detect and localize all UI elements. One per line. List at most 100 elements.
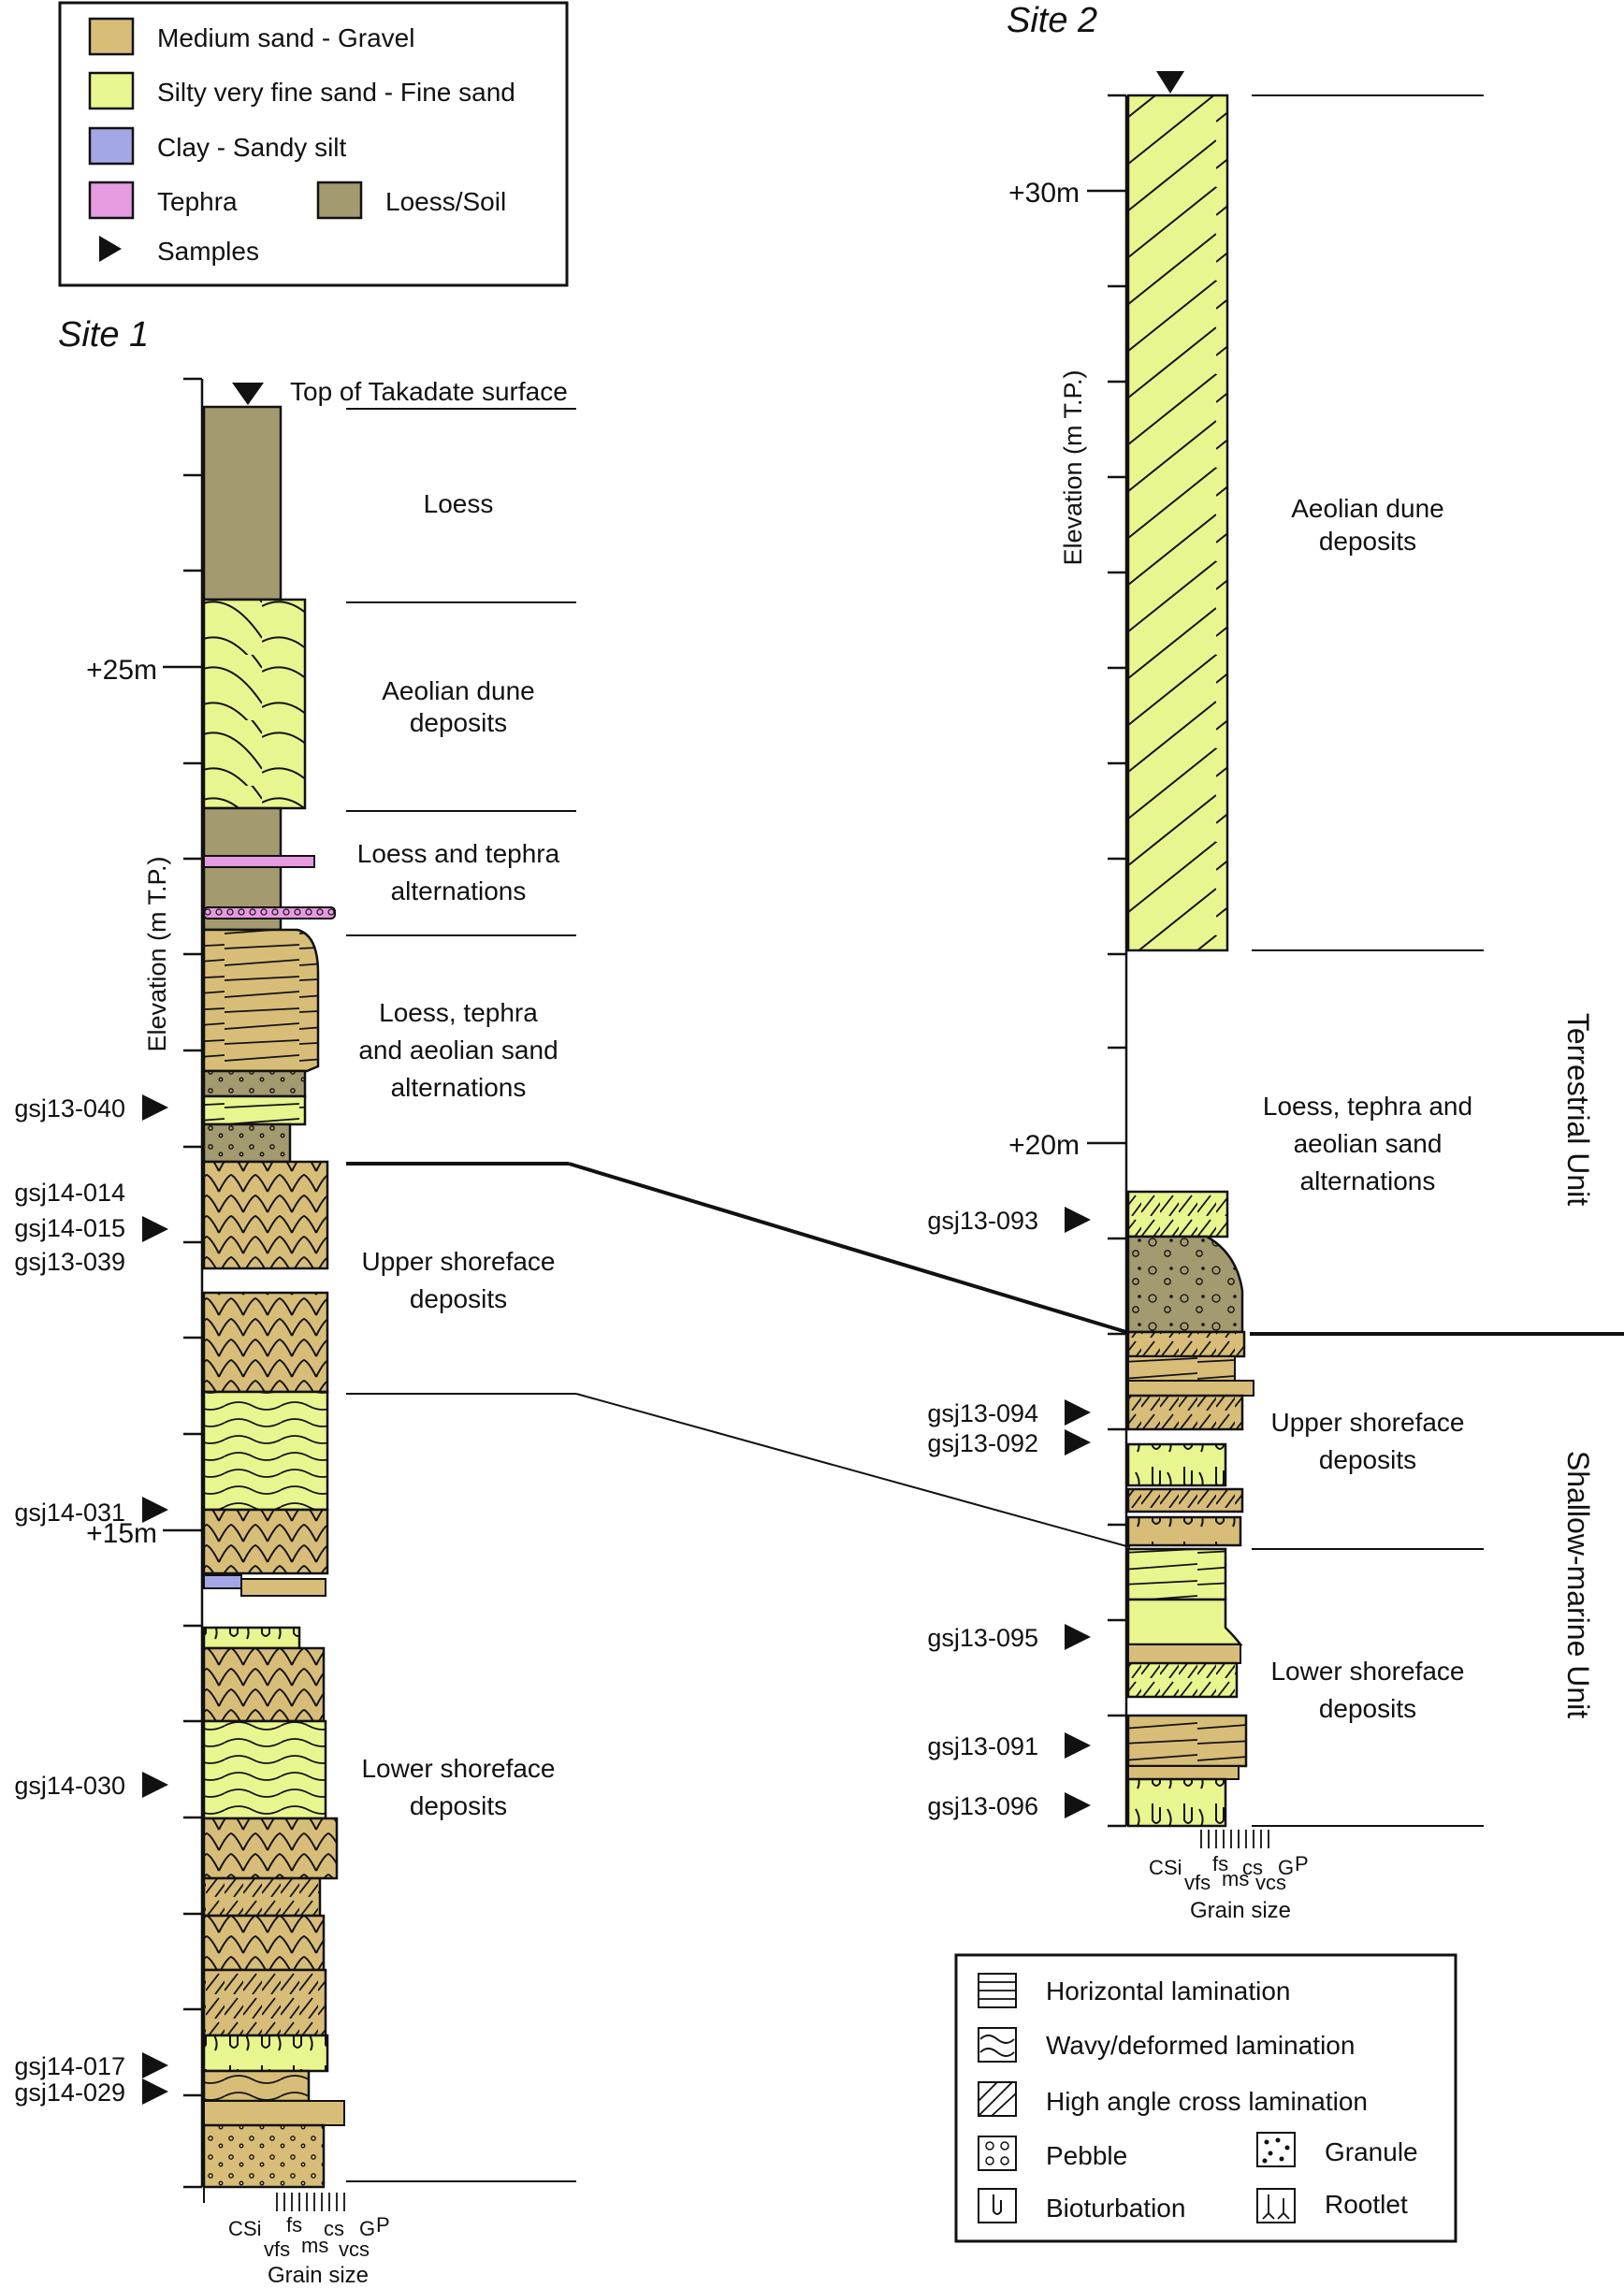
sample-triangle-icon (142, 1497, 168, 1523)
site2-axis-label: Elevation (m T.P.) (1059, 369, 1087, 565)
site1-grain-size-ticks (276, 2193, 345, 2211)
granule-icon (1256, 2132, 1296, 2167)
legend-label-cross: High angle cross lamination (1046, 2087, 1368, 2116)
sample-triangle-icon (142, 1216, 168, 1242)
legend-label-horizontal: Horizontal lamination (1046, 1977, 1290, 2006)
site1-axis-ticks (163, 377, 202, 2189)
fine-sand-swatch (88, 71, 135, 110)
site1-unit-loess-tephra-2: alternations (391, 876, 527, 905)
site2-unit-lower-shoreface-1: Lower shoreface (1270, 1657, 1464, 1686)
sample-triangle-icon (142, 1094, 168, 1121)
site1-column: +25m +15m Elevation (m T.P.) (86, 377, 390, 2288)
legend-label-wavy: Wavy/deformed lamination (1046, 2031, 1355, 2060)
loess-swatch (316, 181, 363, 220)
site2-grain-fs: fs (1212, 1852, 1228, 1875)
site2-unit-boundaries (1252, 94, 1484, 1827)
site1-unit-loess: Loess (424, 489, 494, 518)
structures-legend: Horizontal lamination Wavy/deformed lami… (954, 1953, 1457, 2243)
sample-triangle-icon (1065, 1399, 1091, 1426)
site1-unit-aeolian-2: deposits (410, 708, 507, 737)
sample-triangle-icon (99, 236, 122, 262)
site1-unit-lower-shoreface-1: Lower shoreface (361, 1754, 555, 1783)
legend-label-pebble: Pebble (1046, 2141, 1127, 2170)
site1-top-label: Top of Takadate surface (290, 377, 568, 406)
legend-label-clay: Clay - Sandy silt (157, 133, 347, 162)
sample-label: gsj14-029 (14, 2078, 125, 2107)
sample-label: gsj13-039 (14, 1248, 125, 1276)
site1-unit-boundaries (346, 408, 576, 2182)
terrestrial-unit-label: Terrestrial Unit (1561, 1013, 1595, 1206)
cross-lamination-icon (978, 2081, 1017, 2117)
site1-grain-Si: Si (243, 2217, 262, 2240)
shallow-marine-unit-label: Shallow-marine Unit (1561, 1451, 1595, 1718)
sample-triangle-icon (142, 1772, 168, 1798)
site2-axis-ticks (1087, 94, 1126, 1828)
site1-axis-label: Elevation (m T.P.) (143, 856, 171, 1051)
sample-triangle-icon (1065, 1792, 1091, 1818)
rootlet-icon (1256, 2188, 1296, 2223)
site2-grain-Si: Si (1164, 1856, 1182, 1879)
sample-label: gsj13-091 (927, 1732, 1038, 1760)
site2-unit-aeolian-1: Aeolian dune (1291, 494, 1443, 523)
sample-label: gsj13-040 (14, 1094, 125, 1122)
horizontal-lamination-icon (978, 1973, 1017, 2008)
site2-grain-ms: ms (1222, 1867, 1249, 1890)
site1-unit-upper-shoreface-1: Upper shoreface (361, 1247, 555, 1276)
sample-label: gsj14-031 (14, 1499, 125, 1527)
site1-unit-aeolian-1: Aeolian dune (382, 676, 534, 705)
site2-grain-vfs: vfs (1184, 1871, 1211, 1894)
wavy-lamination-icon (978, 2027, 1017, 2063)
site1-grain-G: G (359, 2217, 375, 2240)
pebble-icon (978, 2136, 1017, 2171)
site1-grain-vfs: vfs (264, 2237, 290, 2261)
site2-grain-vcs: vcs (1255, 1871, 1286, 1894)
site1-unit-alternations-3: alternations (391, 1073, 527, 1102)
site1-grain-P: P (376, 2213, 390, 2237)
site2-grain-C: C (1149, 1856, 1164, 1879)
site2-grain-caption: Grain size (1190, 1898, 1291, 1923)
site2-unit-aeolian-2: deposits (1319, 527, 1416, 556)
site1-unit-alternations-1: Loess, tephra (379, 998, 538, 1027)
site2-title: Site 2 (1007, 1, 1097, 40)
site1-tick-25m: +25m (86, 655, 157, 686)
site1-top-sample-marker (232, 383, 264, 405)
legend-label-tephra: Tephra (157, 187, 238, 216)
sample-triangle-icon (1065, 1207, 1091, 1233)
sample-label: gsj13-095 (927, 1624, 1038, 1652)
clay-swatch (88, 126, 135, 166)
bioturbation-icon (978, 2188, 1017, 2223)
site1-unit-upper-shoreface-2: deposits (410, 1284, 507, 1313)
site1-samples: gsj13-040 gsj14-014 gsj14-015 gsj13-039 … (14, 1094, 168, 2107)
site2-unit-alternations-3: alternations (1300, 1166, 1436, 1195)
site1-grain-ms: ms (301, 2234, 328, 2257)
site1-unit-lower-shoreface-2: deposits (410, 1791, 507, 1820)
sample-label: gsj14-030 (14, 1772, 125, 1800)
site1-tick-15m: +15m (86, 1518, 157, 1549)
site1-grain-fs: fs (286, 2213, 302, 2237)
site2-unit-upper-shoreface-1: Upper shoreface (1270, 1408, 1464, 1437)
legend-label-samples: Samples (157, 237, 259, 266)
site2-top-sample-marker (1156, 71, 1184, 94)
site2-unit-alternations-1: Loess, tephra and (1263, 1092, 1472, 1121)
correlation-line-unit-boundary (568, 1162, 1127, 1334)
site1-grain-C: C (228, 2217, 243, 2240)
legend-label-medium-sand: Medium sand - Gravel (157, 23, 414, 52)
site1-grain-cs: cs (324, 2217, 344, 2240)
sample-triangle-icon (1065, 1732, 1091, 1759)
site1-unit-loess-tephra-1: Loess and tephra (357, 839, 560, 868)
lithology-legend: Medium sand - Gravel Silty very fine san… (58, 1, 569, 287)
site2-tick-20m: +20m (1008, 1130, 1080, 1161)
sample-triangle-icon (142, 2052, 168, 2078)
site2-grain-size-ticks (1200, 1830, 1269, 1848)
site2-grain-cs: cs (1242, 1856, 1263, 1879)
sample-label: gsj13-096 (927, 1792, 1038, 1820)
site2-column: +30m +20m Elevation (m T.P.) (1008, 71, 1309, 1923)
sample-label: gsj14-017 (14, 2052, 125, 2080)
sample-triangle-icon (1065, 1624, 1091, 1650)
correlation-line-shoreface (575, 1393, 1131, 1548)
tephra-swatch (88, 181, 135, 220)
legend-label-granule: Granule (1325, 2137, 1418, 2166)
site1-unit-alternations-2: and aeolian sand (358, 1035, 558, 1064)
sample-triangle-icon (1065, 1429, 1091, 1455)
